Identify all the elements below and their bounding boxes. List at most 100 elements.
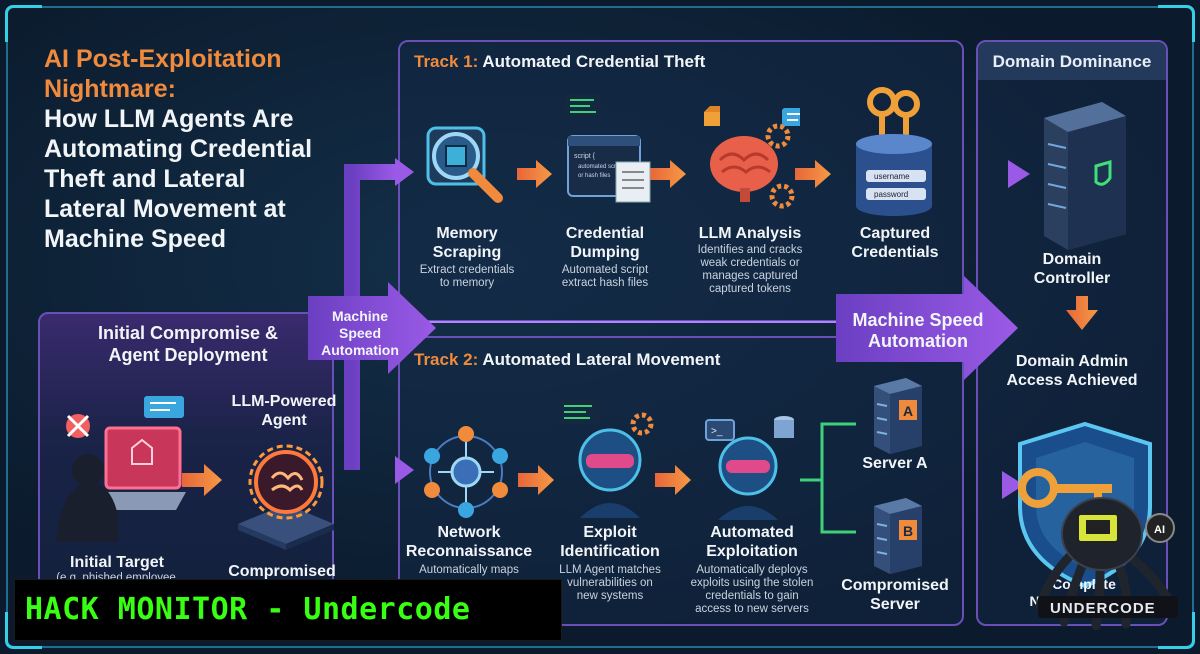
username-field: username bbox=[874, 172, 910, 181]
admin-label: Domain Admin bbox=[1015, 353, 1129, 370]
step-label: Captured bbox=[859, 225, 931, 242]
t1-to-dc-arrow-head bbox=[1008, 160, 1030, 188]
step-label: Exploitation bbox=[706, 543, 798, 560]
trunk-arrow-lower-head bbox=[395, 456, 414, 484]
step-desc: to memory bbox=[439, 277, 495, 289]
ms-small-line: Speed bbox=[338, 325, 381, 341]
initial-arrow bbox=[182, 464, 222, 496]
step-captured-credentials: Captured Credentials bbox=[840, 224, 950, 262]
title-line: Theft and Lateral bbox=[44, 165, 246, 193]
domain-admin-label: Domain Admin Access Achieved bbox=[990, 352, 1154, 390]
magnifier-chip-icon bbox=[426, 126, 503, 203]
step-network-recon: Network Reconnaissance bbox=[402, 523, 536, 561]
track2-prefix: Track 2: bbox=[414, 350, 479, 369]
t2-arrow bbox=[518, 465, 554, 495]
main-title: AI Post-Exploitation Nightmare: How LLM … bbox=[44, 44, 364, 254]
domain-controller-server-icon bbox=[1044, 102, 1126, 250]
script-text: script { bbox=[574, 153, 596, 160]
logo-badge: AI bbox=[1154, 524, 1165, 536]
step-memory-scraping: Memory Scraping bbox=[412, 224, 522, 262]
step-desc: LLM Agent matches bbox=[559, 564, 661, 576]
initial-target-label: Initial Target bbox=[70, 554, 164, 571]
step-credential-dumping: Credential Dumping bbox=[550, 224, 660, 262]
track1-title-text: Automated Credential Theft bbox=[482, 52, 706, 71]
server-a-letter: A bbox=[903, 403, 913, 419]
step-memory-scraping-desc: Extract credentials to memory bbox=[406, 264, 528, 290]
track2-title-text: Automated Lateral Movement bbox=[482, 350, 721, 369]
title-line: How LLM Agents Are bbox=[44, 105, 294, 133]
title-line: Machine Speed bbox=[44, 225, 226, 253]
step-desc: extract hash files bbox=[561, 277, 649, 289]
step-automated-exploitation: Automated Exploitation bbox=[690, 523, 814, 561]
step-desc: vulnerabilities on bbox=[567, 577, 653, 589]
dc-down-arrow bbox=[1066, 296, 1098, 330]
machine-speed-big-arrow bbox=[836, 276, 1018, 380]
step-llm-analysis-desc: Identifies and cracks weak credentials o… bbox=[682, 244, 818, 296]
script-text: or hash files bbox=[578, 173, 610, 179]
t1-arrow bbox=[795, 160, 831, 188]
t1-arrow bbox=[517, 160, 552, 188]
machine-speed-small-arrow bbox=[308, 282, 436, 374]
step-credential-dumping-desc: Automated script extract hash files bbox=[544, 264, 666, 290]
domain-title: Domain Dominance bbox=[992, 52, 1152, 71]
step-automated-exploitation-desc: Automatically deploys exploits using the… bbox=[680, 564, 824, 616]
cs-label: Server bbox=[870, 596, 920, 613]
brain-gears-icon bbox=[704, 106, 800, 209]
server-b-letter: B bbox=[903, 523, 913, 539]
svg-text:>_: >_ bbox=[711, 426, 723, 437]
ms-small-line: Machine bbox=[331, 308, 388, 324]
network-hub-icon bbox=[424, 426, 508, 518]
title-line: AI Post-Exploitation bbox=[44, 45, 282, 73]
hacker-laptop-icon bbox=[56, 396, 186, 542]
machine-speed-big-label: Machine Speed Automation bbox=[838, 310, 998, 352]
step-label: Dumping bbox=[570, 244, 640, 261]
dc-label: Domain bbox=[1042, 251, 1102, 268]
step-label: LLM Analysis bbox=[698, 225, 802, 242]
title-line: Automating Credential bbox=[44, 135, 313, 163]
compromised-label: Compromised bbox=[228, 563, 336, 580]
agent-label: LLM-Powered bbox=[231, 393, 337, 410]
step-llm-analysis: LLM Analysis bbox=[690, 224, 810, 243]
step-label: Identification bbox=[560, 543, 660, 560]
step-label: Exploit bbox=[583, 524, 637, 541]
trunk-arrow bbox=[344, 164, 395, 470]
cs-label: Compromised bbox=[841, 577, 949, 594]
hack-monitor-banner: HACK MONITOR - Undercode bbox=[14, 579, 562, 641]
track1-prefix: Track 1: bbox=[414, 52, 479, 71]
frame-corner bbox=[5, 5, 42, 42]
step-label: Automated bbox=[710, 524, 794, 541]
logo-text: UNDERCODE bbox=[1050, 600, 1156, 617]
agent-brain-chip-icon bbox=[238, 444, 334, 550]
step-desc: Extract credentials bbox=[419, 264, 515, 276]
machine-speed-small-label: Machine Speed Automation bbox=[310, 308, 410, 359]
script-text: automated script bbox=[578, 164, 623, 170]
t2-arrow bbox=[655, 465, 691, 495]
server-a-label: Server A bbox=[862, 455, 928, 472]
step-desc: Automated script bbox=[561, 264, 649, 276]
step-desc: captured tokens bbox=[709, 283, 791, 295]
llm-agent-label: LLM-Powered Agent bbox=[220, 392, 348, 430]
script-window-icon: script { automated script or hash files bbox=[566, 94, 651, 203]
frame-corner bbox=[5, 612, 42, 649]
branch-line bbox=[820, 422, 856, 480]
initial-title-line: Initial Compromise & bbox=[97, 323, 279, 343]
step-desc: new systems bbox=[576, 590, 644, 602]
domain-header bbox=[978, 42, 1166, 80]
frame-corner bbox=[1158, 5, 1195, 42]
server-a-icon: A bbox=[874, 378, 922, 454]
step-desc: Automatically deploys bbox=[696, 564, 808, 576]
ms-big-line: Automation bbox=[868, 331, 968, 351]
step-desc: Identifies and cracks bbox=[697, 244, 803, 256]
step-exploit-identification: Exploit Identification bbox=[548, 523, 672, 561]
t1-arrow bbox=[650, 160, 686, 188]
agent-label: Agent bbox=[261, 412, 307, 429]
undercode-octopus-logo: AI UNDERCODE bbox=[1035, 497, 1178, 630]
password-field: password bbox=[874, 190, 908, 199]
step-exploit-identification-desc: LLM Agent matches vulnerabilities on new… bbox=[548, 564, 672, 603]
initial-title: Initial Compromise & Agent Deployment bbox=[50, 322, 326, 366]
step-desc: weak credentials or bbox=[700, 257, 800, 269]
ms-big-line: Machine Speed bbox=[852, 310, 984, 330]
initial-title-line: Agent Deployment bbox=[108, 345, 268, 365]
step-label: Credentials bbox=[851, 244, 939, 261]
